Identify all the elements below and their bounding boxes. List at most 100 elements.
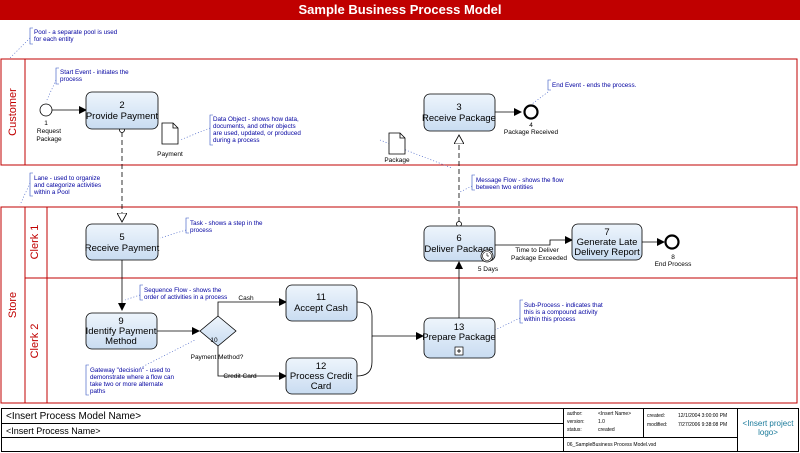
data-object-payment[interactable]: Payment — [157, 122, 183, 158]
svg-text:paths: paths — [90, 388, 105, 395]
svg-text:within a Pool: within a Pool — [33, 189, 70, 196]
project-logo-placeholder[interactable]: <Insert project logo> — [737, 408, 799, 452]
svg-text:demonstrate where a flow can: demonstrate where a flow can — [90, 374, 175, 381]
svg-text:and categorize activities: and categorize activities — [34, 182, 101, 189]
gateway-payment-method[interactable]: 10 Payment Method? — [191, 315, 244, 361]
svg-text:Sequence Flow - shows the: Sequence Flow - shows the — [144, 287, 222, 294]
svg-text:Task - shows a step in the: Task - shows a step in the — [190, 220, 263, 227]
svg-text:Sub-Process - indicates that: Sub-Process - indicates that — [524, 302, 603, 309]
dates-block: created: 12/1/2004 3:00:00 PM modified: … — [643, 408, 738, 438]
task-provide-payment[interactable]: 2 Provide Payment — [85, 91, 159, 130]
process-model-name[interactable]: <Insert Process Model Name> — [1, 408, 564, 424]
svg-text:order of activities in a proce: order of activities in a process — [144, 294, 227, 301]
note-pool: Pool - a separate pool is used for each … — [29, 27, 118, 45]
timer-event-5-days[interactable]: 5 Days Time to Deliver Package Exceeded — [478, 247, 568, 273]
svg-text:13: 13 — [454, 322, 465, 333]
svg-text:Message Flow - shows the flow: Message Flow - shows the flow — [476, 177, 564, 184]
svg-text:12: 12 — [316, 361, 327, 372]
flow-label-credit-card: Credit Card — [223, 373, 257, 380]
start-event-request-package[interactable]: 1 Request Package — [36, 103, 62, 143]
svg-text:Deliver Package: Deliver Package — [424, 244, 493, 255]
svg-text:Start Event - initiates the: Start Event - initiates the — [60, 69, 129, 76]
svg-text:End Process: End Process — [655, 261, 693, 268]
end-event-end-process[interactable]: 8 End Process — [655, 234, 693, 269]
svg-text:Gateway "decision" - used to: Gateway "decision" - used to — [90, 367, 171, 374]
svg-text:within this process: within this process — [523, 316, 575, 323]
svg-text:Package Exceeded: Package Exceeded — [511, 255, 567, 262]
svg-text:Package: Package — [36, 136, 62, 143]
svg-text:Request: Request — [37, 128, 61, 135]
task-generate-late-delivery-report[interactable]: 7 Generate Late Delivery Report — [571, 223, 643, 261]
svg-text:8: 8 — [671, 254, 675, 261]
svg-text:Data Object - shows how data,: Data Object - shows how data, — [213, 116, 299, 123]
sequence-flows — [52, 106, 665, 380]
svg-text:Receive Package: Receive Package — [422, 113, 496, 124]
svg-text:9: 9 — [118, 316, 123, 327]
task-accept-cash[interactable]: 11 Accept Cash — [285, 284, 358, 322]
author-block: author: <Insert Name> version: 1.0 statu… — [563, 408, 644, 438]
svg-text:Prepare Package: Prepare Package — [422, 332, 495, 343]
svg-text:Payment Method?: Payment Method? — [191, 354, 244, 361]
task-receive-package[interactable]: 3 Receive Package — [422, 93, 496, 132]
svg-text:11: 11 — [316, 292, 326, 303]
note-message-flow: Message Flow - shows the flow between tw… — [471, 174, 564, 191]
svg-text:take two or more alternate: take two or more alternate — [90, 381, 164, 388]
flow-label-cash: Cash — [238, 295, 254, 302]
svg-text:Pool - a separate pool is used: Pool - a separate pool is used — [34, 29, 118, 36]
svg-text:between two entities: between two entities — [476, 184, 533, 191]
svg-text:Card: Card — [311, 381, 332, 392]
task-deliver-package[interactable]: 6 Deliver Package — [423, 225, 496, 262]
svg-text:Receive Payment: Receive Payment — [85, 243, 160, 254]
svg-text:3: 3 — [456, 102, 461, 113]
subprocess-prepare-package[interactable]: 13 Prepare Package — [422, 317, 496, 359]
svg-text:7: 7 — [604, 227, 609, 238]
process-diagram: Customer Store Clerk 1 Clerk 2 — [0, 27, 798, 404]
svg-text:Package: Package — [384, 157, 410, 164]
task-process-credit-card[interactable]: 12 Process Credit Card — [285, 357, 358, 395]
note-task: Task - shows a step in the process — [185, 217, 263, 234]
pool-store: Store Clerk 1 Clerk 2 — [0, 206, 798, 404]
svg-text:Method: Method — [105, 336, 137, 347]
title-block: <Insert Process Model Name> <Insert Proc… — [0, 408, 800, 453]
process-name[interactable]: <Insert Process Name> — [1, 423, 564, 438]
svg-text:Lane - used to organize: Lane - used to organize — [34, 175, 101, 182]
svg-text:1: 1 — [44, 120, 48, 127]
note-sequence-flow: Sequence Flow - shows the order of activ… — [139, 284, 227, 301]
task-identify-payment-method[interactable]: 9 Identify Payment Method — [85, 312, 158, 350]
svg-text:6: 6 — [456, 233, 461, 244]
note-data-object: Data Object - shows how data, documents,… — [209, 114, 301, 146]
pool-customer: Customer — [0, 58, 798, 166]
lane-label-clerk1: Clerk 1 — [29, 225, 41, 260]
svg-text:are used, updated, or produced: are used, updated, or produced — [213, 130, 301, 137]
svg-text:End Event - ends the process.: End Event - ends the process. — [552, 82, 637, 89]
svg-text:5 Days: 5 Days — [478, 266, 499, 273]
message-flows — [122, 132, 459, 222]
svg-text:during a process: during a process — [213, 137, 260, 144]
logo-text-line1: <Insert project — [742, 419, 794, 428]
data-object-package[interactable]: Package — [384, 132, 410, 164]
task-receive-payment[interactable]: 5 Receive Payment — [85, 223, 160, 261]
svg-text:for each entity: for each entity — [34, 36, 74, 43]
svg-text:5: 5 — [119, 232, 124, 243]
svg-text:documents, and other objects: documents, and other objects — [213, 123, 296, 130]
svg-text:Accept Cash: Accept Cash — [294, 303, 348, 314]
svg-text:Generate Late: Generate Late — [577, 237, 638, 248]
svg-text:Time to Deliver: Time to Deliver — [515, 247, 559, 254]
svg-text:Delivery Report: Delivery Report — [574, 247, 640, 258]
page-title: Sample Business Process Model — [0, 0, 800, 20]
pool-label-store: Store — [7, 292, 19, 318]
svg-text:Package Received: Package Received — [504, 129, 559, 136]
svg-text:this is a compound activity: this is a compound activity — [524, 309, 598, 316]
lane-label-clerk2: Clerk 2 — [29, 324, 41, 359]
pool-label-customer: Customer — [7, 88, 19, 136]
note-gateway: Gateway "decision" - used to demonstrate… — [85, 364, 175, 396]
svg-text:process: process — [190, 227, 212, 234]
end-event-package-received[interactable]: 4 Package Received — [504, 104, 559, 137]
logo-text-line2: logo> — [758, 428, 778, 437]
svg-text:10: 10 — [210, 337, 218, 344]
svg-text:process: process — [60, 76, 82, 83]
svg-text:Process Credit: Process Credit — [290, 371, 353, 382]
file-name-block: 06_SampleBusiness Process Model.vsd — [563, 437, 738, 452]
note-end-event: End Event - ends the process. — [547, 79, 637, 91]
note-lane: Lane - used to organize and categorize a… — [29, 172, 101, 197]
